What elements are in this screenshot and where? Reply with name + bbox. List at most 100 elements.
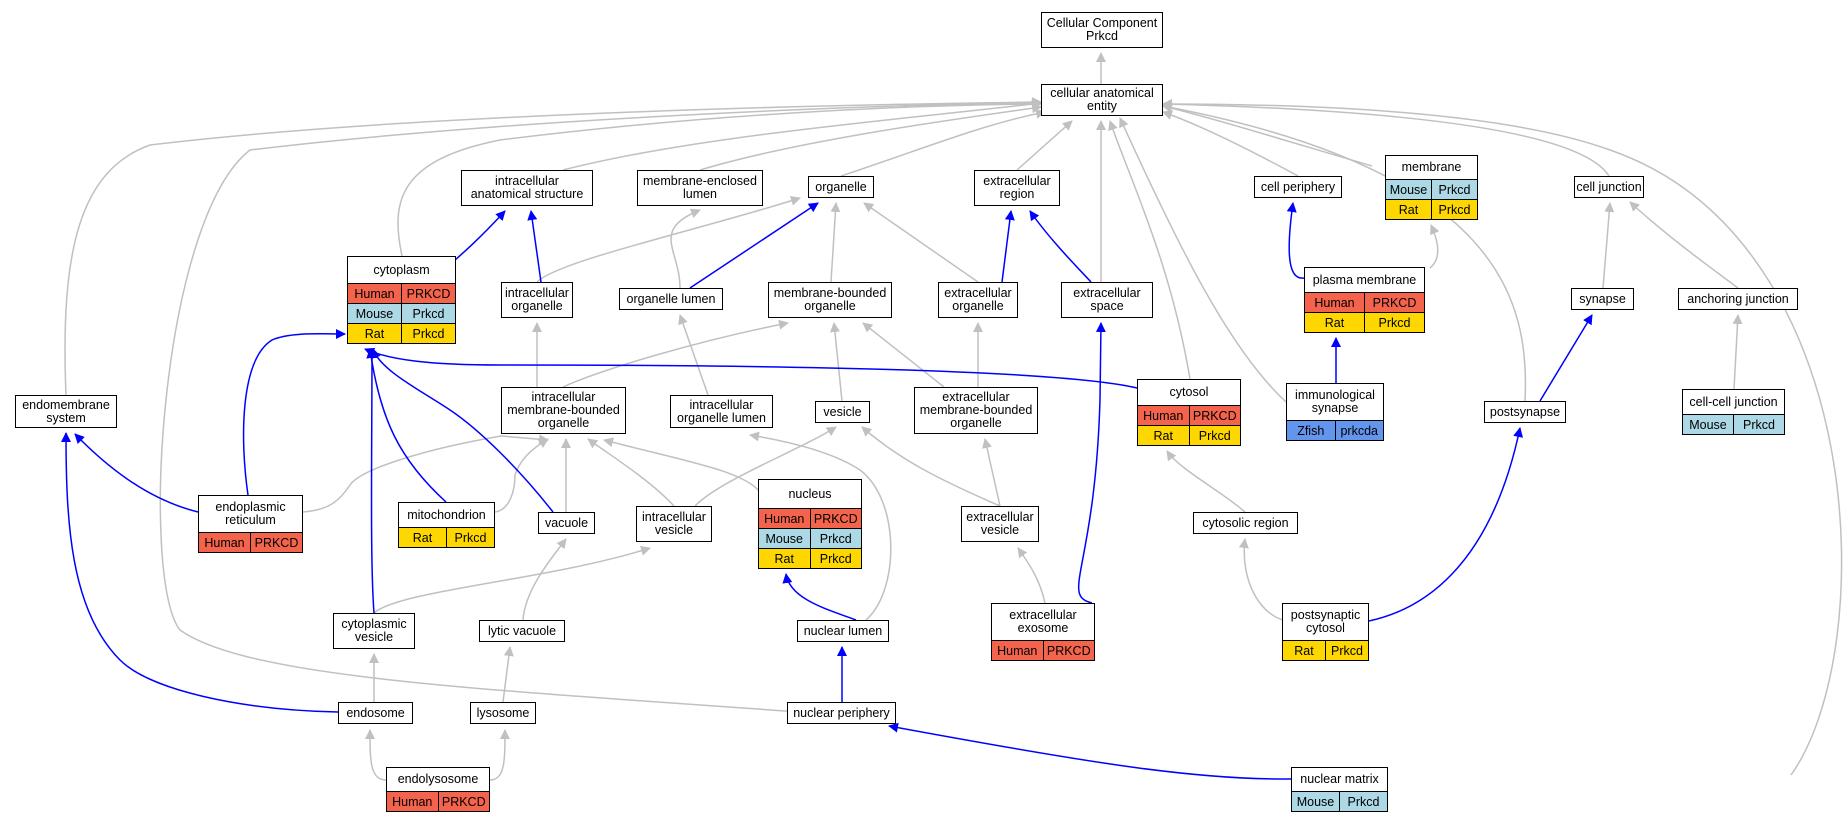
node-ol[interactable]: organelle lumen [619, 288, 723, 310]
species-cell: Human [392, 794, 433, 809]
gray-edge-7 [1162, 99, 1610, 177]
gene-cell: Prkcd [1325, 641, 1368, 660]
species-cell: Rat [364, 326, 385, 341]
node-cj[interactable]: cell junction [1574, 176, 1644, 198]
node-label: cell-cell junction [1683, 390, 1784, 414]
node-label-line: organelle [511, 299, 563, 313]
node-label-line: intracellular [531, 390, 596, 404]
gene-cell: Prkcd [1364, 313, 1424, 332]
node-cper[interactable]: cell periphery [1254, 176, 1342, 198]
node-label-line: organelle [815, 179, 867, 194]
node-label: cell periphery [1255, 177, 1341, 197]
node-syn[interactable]: synapse [1571, 288, 1634, 310]
gray-edge-44 [749, 431, 892, 621]
node-label-line: postsynapse [1489, 404, 1561, 419]
node-ves[interactable]: vesicle [815, 401, 870, 423]
node-lyso[interactable]: lysosome [470, 702, 536, 724]
node-label-line: plasma membrane [1312, 272, 1417, 287]
node-label-line: extracellular [1009, 608, 1077, 622]
gray-edge-19 [863, 202, 979, 283]
node-label: nuclear matrix [1292, 768, 1387, 791]
blue-edge-63 [1077, 322, 1106, 604]
node-label-line: cytosol [1306, 621, 1345, 635]
node-label-line: space [1090, 299, 1124, 313]
gray-edge-29 [1732, 314, 1743, 390]
gray-edge-21 [1602, 202, 1615, 289]
node-label-line: vesicle [654, 523, 694, 537]
node-np[interactable]: nuclear periphery [787, 702, 896, 724]
species-cell: Mouse [1389, 182, 1428, 197]
node-label-line: cytoplasmic [341, 617, 407, 631]
node-endo[interactable]: endosome [338, 702, 413, 724]
blue-edge-67 [888, 722, 1292, 780]
species-cell: Rat [1398, 202, 1419, 217]
node-label-line: lytic vacuole [487, 623, 557, 638]
node-label-line: extracellular [944, 286, 1012, 300]
node-label-line: region [999, 187, 1035, 201]
gray-edge-10 [1119, 117, 1287, 403]
gray-edge-9 [1108, 120, 1191, 380]
node-label-line: cytosolic region [1202, 515, 1289, 530]
node-aj[interactable]: anchoring junction [1678, 288, 1798, 310]
gray-edge-11 [1162, 102, 1527, 402]
node-lv[interactable]: lytic vacuole [479, 620, 565, 642]
node-org[interactable]: organelle [808, 176, 874, 198]
node-label-line: membrane-bounded [507, 403, 620, 417]
gene-cell: PRKCD [437, 792, 490, 811]
node-label-line: extracellular [983, 174, 1051, 188]
node-vac[interactable]: vacuole [538, 512, 595, 534]
gray-edge-37 [982, 438, 1001, 507]
node-psyn[interactable]: postsynapse [1484, 401, 1566, 423]
gene-cell: PRKCD [250, 533, 302, 552]
node-label-line: intracellular [689, 397, 754, 412]
gray-edge-15 [159, 98, 1042, 716]
blue-edge-56 [364, 348, 1138, 389]
gene-cell: PRKCD [1042, 641, 1095, 660]
blue-edge-53 [1286, 202, 1305, 279]
gene-cell: PRKCD [809, 509, 862, 528]
node-label: organelle lumen [620, 289, 722, 309]
node-label: nuclear periphery [788, 703, 895, 723]
node-cytreg[interactable]: cytosolic region [1193, 512, 1298, 534]
node-label: mitochondrion [399, 503, 494, 527]
node-label: cytosolic region [1194, 513, 1297, 533]
gene-cell: PRKCD [1364, 293, 1424, 312]
node-nl[interactable]: nuclear lumen [797, 620, 889, 642]
species-cell: Rat [774, 551, 794, 566]
